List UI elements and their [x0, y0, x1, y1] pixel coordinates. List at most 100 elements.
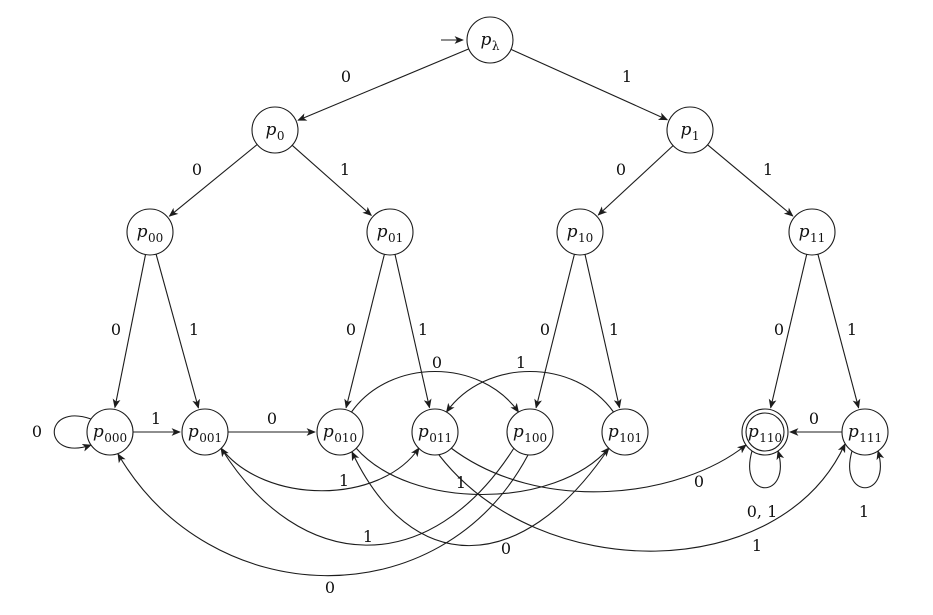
- transition-p_0-p_00-on-0: [168, 144, 258, 217]
- transition-label-p_000-p_001: 1: [151, 409, 161, 428]
- transition-p_00-p_001-on-1: [155, 254, 200, 409]
- transition-p_100-p_000-on-0: [117, 453, 529, 577]
- transition-label-p_101-p_010: 0: [501, 539, 511, 558]
- transition-label-p_011-p_110: 0: [694, 472, 704, 491]
- state-p_111: p111: [841, 408, 889, 456]
- state-circle-p_0: [251, 106, 299, 154]
- transition-label-p_10-p_100: 0: [540, 320, 550, 339]
- state-circle-p_101: [601, 408, 649, 456]
- state-label-p_11: p11: [799, 222, 826, 245]
- state-p_001: p001: [181, 408, 229, 456]
- transition-label-p_0-p_01: 1: [340, 160, 350, 179]
- transition-label-p_0-p_00: 0: [192, 160, 202, 179]
- transition-p_101-p_010-on-0: [351, 447, 610, 546]
- transition-label-p_001-p_011: 1: [339, 471, 349, 490]
- state-circle-p_00: [126, 208, 174, 256]
- transition-p_011-p_111-on-1: [438, 443, 846, 552]
- state-p_01: p01: [366, 208, 414, 256]
- transition-label-p_010-p_101: 1: [456, 473, 466, 492]
- transition-label-p_101-p_011: 1: [516, 353, 526, 372]
- transition-label-p_10-p_101: 1: [609, 320, 619, 339]
- transition-p_100-p_001-on-1: [220, 447, 515, 546]
- transition-label-p_01-p_011: 1: [418, 320, 428, 339]
- state-p_000: p000: [86, 408, 134, 456]
- transition-label-p_11-p_110: 0: [774, 320, 784, 339]
- state-label-p_101: p101: [608, 422, 642, 445]
- state-circle-p_100: [506, 408, 554, 456]
- transition-p_10-p_100-on-0: [534, 254, 575, 409]
- state-label-p_01: p01: [377, 222, 404, 245]
- transition-label-p_lambda-p_1: 1: [622, 67, 632, 86]
- state-p_110: p110: [741, 408, 789, 456]
- transition-p_00-p_000-on-0: [112, 254, 147, 409]
- transition-p_010-p_100-on-0: [351, 371, 520, 413]
- state-p_0: p0: [251, 106, 299, 154]
- state-circle-p_001: [181, 408, 229, 456]
- state-label-p_010: p010: [323, 422, 357, 445]
- state-circle-p_010: [316, 408, 364, 456]
- state-p_lambda: pλ: [466, 16, 514, 64]
- transition-label-p_01-p_010: 0: [346, 320, 356, 339]
- state-p_00: p00: [126, 208, 174, 256]
- state-circle-p_lambda: [466, 16, 514, 64]
- transition-p_11-p_110-on-0: [768, 254, 808, 409]
- transition-label-p_00-p_000: 0: [111, 320, 121, 339]
- transition-p_000-p_000-on-0: [53, 415, 92, 452]
- transition-p_101-p_011-on-1: [445, 371, 614, 413]
- transition-p_11-p_111-on-1: [817, 254, 861, 409]
- state-p_100: p100: [506, 408, 554, 456]
- transition-label-p_010-p_100: 0: [432, 353, 442, 372]
- states-layer: pλ p0 p1 p00 p01 p10 p11 p000 p001 p010 p011 p100 p1…: [86, 16, 889, 456]
- transition-p_010-p_101-on-1: [355, 447, 610, 496]
- state-circle-p_011: [411, 408, 459, 456]
- state-circle-p_1: [666, 106, 714, 154]
- state-label-p_011: p011: [418, 422, 452, 445]
- state-label-p_lambda: pλ: [481, 30, 500, 53]
- transition-label-p_111-p_111: 1: [859, 502, 869, 521]
- state-circle-p_000: [86, 408, 134, 456]
- transition-p_110-p_110-on-01: [749, 450, 785, 489]
- transition-label-p_1-p_10: 0: [616, 160, 626, 179]
- transition-label-p_001-p_010: 0: [267, 409, 277, 428]
- transition-p_1-p_10-on-0: [597, 145, 674, 216]
- transition-label-p_011-p_111: 1: [752, 536, 762, 555]
- accepting-inner-circle-p_110: [745, 412, 785, 452]
- state-circle-p_10: [556, 208, 604, 256]
- state-circle-p_01: [366, 208, 414, 256]
- transition-p_011-p_110-on-0: [450, 444, 747, 493]
- transition-p_10-p_101-on-1: [584, 254, 622, 409]
- transition-p_1-p_11-on-1: [707, 144, 794, 217]
- state-p_10: p10: [556, 208, 604, 256]
- state-circle-p_111: [841, 408, 889, 456]
- state-p_101: p101: [601, 408, 649, 456]
- transition-label-p_00-p_001: 1: [189, 320, 199, 339]
- state-label-p_00: p00: [137, 222, 164, 245]
- transition-label-p_11-p_111: 1: [847, 320, 857, 339]
- state-label-p_1: p1: [680, 120, 699, 143]
- transition-p_lambda-p_1-on-1: [510, 48, 669, 121]
- state-label-p_001: p001: [188, 422, 222, 445]
- transition-p_lambda-p_0-on-0: [297, 48, 470, 121]
- transition-label-p_1-p_11: 1: [763, 160, 773, 179]
- transition-p_01-p_011-on-1: [394, 254, 432, 409]
- transition-label-p_110-p_110: 0, 1: [747, 502, 778, 521]
- state-p_011: p011: [411, 408, 459, 456]
- state-p_1: p1: [666, 106, 714, 154]
- state-label-p_000: p000: [93, 422, 127, 445]
- transition-label-p_111-p_110: 0: [809, 409, 819, 428]
- state-label-p_100: p100: [513, 422, 547, 445]
- transition-label-p_100-p_000: 0: [325, 578, 335, 597]
- transition-p_01-p_010-on-0: [344, 254, 385, 409]
- transition-label-p_lambda-p_0: 0: [341, 67, 351, 86]
- state-circle-p_11: [788, 208, 836, 256]
- state-p_11: p11: [788, 208, 836, 256]
- state-label-p_0: p0: [265, 120, 284, 143]
- state-label-p_111: p111: [848, 422, 882, 445]
- state-label-p_110: p110: [748, 422, 782, 445]
- transition-p_001-p_011-on-1: [220, 447, 420, 492]
- transition-p_0-p_01-on-1: [291, 144, 372, 217]
- state-p_010: p010: [316, 408, 364, 456]
